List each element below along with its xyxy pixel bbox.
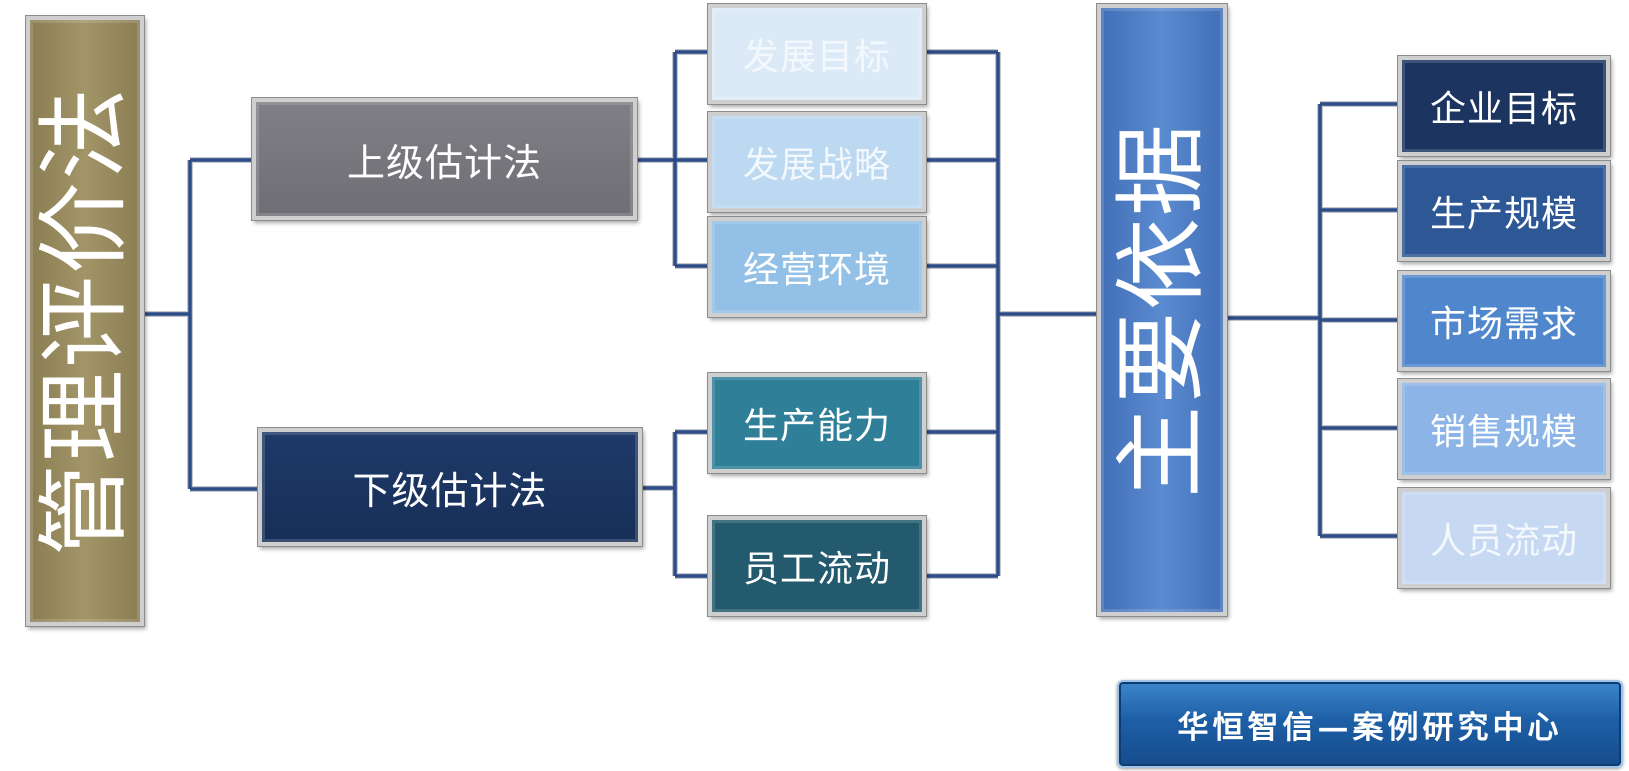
root-to-methods-line — [144, 158, 258, 491]
upper-method-label: 上级估计法 — [346, 140, 542, 185]
factor-label: 经营环境 — [742, 250, 891, 291]
factors-to-hub-line — [926, 50, 1097, 578]
basis-label: 企业目标 — [1429, 89, 1578, 130]
basis-label: 市场需求 — [1429, 304, 1578, 345]
lower-method-label: 下级估计法 — [352, 468, 548, 513]
lower-method-branch-line — [642, 430, 708, 578]
root-node: 管理评价法 — [25, 15, 145, 627]
basis-node-sales-scale: 销售规模 — [1397, 378, 1611, 480]
footer-banner-text: 华恒智信—案例研究中心 — [1177, 709, 1563, 746]
basis-node-enterprise-goal: 企业目标 — [1397, 55, 1611, 157]
hub-node-label: 主要依据 — [1108, 121, 1215, 498]
hub-to-bases-line — [1227, 102, 1398, 538]
root-node-label: 管理评价法 — [31, 85, 138, 556]
factor-label: 员工流动 — [742, 549, 891, 590]
factor-node-staff-turnover: 员工流动 — [707, 515, 927, 617]
factor-node-development-goal: 发展目标 — [707, 3, 927, 105]
lower-estimation-method-node: 下级估计法 — [257, 427, 643, 547]
factor-label: 发展目标 — [742, 37, 891, 78]
upper-method-branch-line — [637, 50, 708, 268]
factor-node-development-strategy: 发展战略 — [707, 111, 927, 213]
factor-node-business-environment: 经营环境 — [707, 216, 927, 318]
factor-node-production-capacity: 生产能力 — [707, 372, 927, 474]
hub-node: 主要依据 — [1096, 3, 1228, 617]
basis-node-market-demand: 市场需求 — [1397, 270, 1611, 372]
factor-label: 发展战略 — [742, 145, 891, 186]
basis-label: 人员流动 — [1429, 521, 1578, 562]
factor-label: 生产能力 — [742, 406, 891, 447]
footer-banner: 华恒智信—案例研究中心 — [1117, 680, 1623, 768]
basis-label: 销售规模 — [1429, 412, 1578, 453]
upper-estimation-method-node: 上级估计法 — [251, 97, 638, 221]
basis-node-staff-flow: 人员流动 — [1397, 487, 1611, 589]
basis-label: 生产规模 — [1429, 194, 1578, 235]
basis-node-production-scale: 生产规模 — [1397, 160, 1611, 262]
